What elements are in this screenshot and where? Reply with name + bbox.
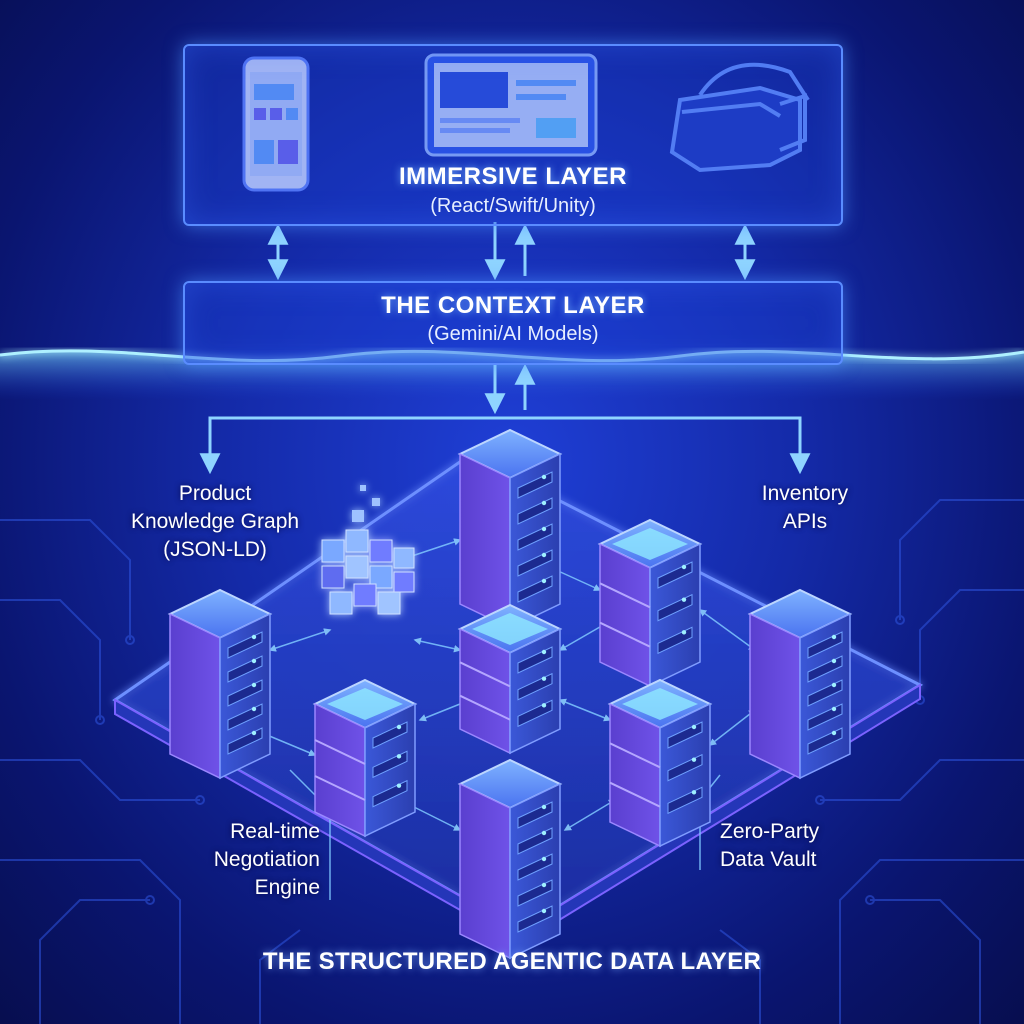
tablet-icon (424, 53, 598, 157)
server-icon (457, 428, 563, 630)
context-layer-title: THE CONTEXT LAYER (381, 292, 645, 319)
server-icon (597, 518, 703, 688)
immersive-layer-title: IMMERSIVE LAYER (399, 163, 627, 190)
context-layer: THE CONTEXT LAYER (Gemini/AI Models) (183, 281, 843, 365)
negotiation-label: Real-time Negotiation Engine (213, 820, 320, 899)
vault-label: Zero-Party Data Vault (720, 820, 820, 871)
server-icon (747, 588, 853, 780)
server-icon (607, 678, 713, 848)
inventory-label: Inventory APIs (761, 482, 849, 533)
circuit-traces (0, 499, 1024, 1024)
server-icon (312, 678, 418, 838)
server-icon (457, 603, 563, 755)
server-group (167, 428, 853, 960)
context-layer-subtitle: (Gemini/AI Models) (427, 323, 599, 345)
server-icon (167, 588, 273, 780)
product-graph-label: Product Knowledge Graph (JSON-LD) (130, 482, 300, 561)
layer-connectors (199, 222, 811, 475)
immersive-layer: IMMERSIVE LAYER (React/Swift/Unity) (183, 44, 843, 226)
smartphone-icon (242, 56, 310, 192)
vr-headset-icon (669, 62, 810, 173)
data-cube-cluster-icon (321, 485, 415, 615)
data-layer-title: THE STRUCTURED AGENTIC DATA LAYER (262, 948, 762, 975)
server-icon (457, 758, 563, 960)
immersive-layer-subtitle: (React/Swift/Unity) (430, 195, 596, 217)
